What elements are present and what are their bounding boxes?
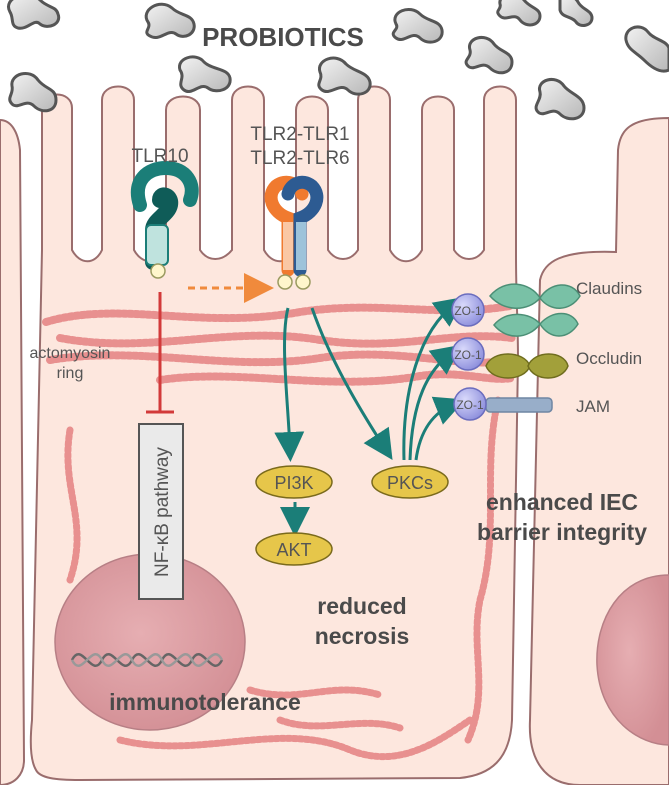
actomyosin-label: actomyosin	[30, 345, 111, 362]
bacterium-2	[144, 2, 196, 39]
bacterium-8	[496, 0, 542, 27]
tlr10-receptor	[130, 160, 199, 279]
inhibition-arrow	[146, 292, 174, 414]
right-nucleus	[596, 574, 669, 746]
necrosis-outcome-line2: necrosis	[315, 623, 410, 649]
signal-arrows	[274, 296, 466, 537]
left-neighbor-cell	[0, 118, 26, 785]
zo1-label-2: ZO-1	[454, 348, 482, 362]
akt-node	[255, 532, 333, 566]
pkcs-label: PKCs	[387, 473, 433, 493]
tlr2-tlr1-label: TLR2-TLR1	[250, 124, 349, 145]
occludin-label: Occludin	[576, 349, 642, 368]
claudins-label: Claudins	[576, 279, 642, 298]
bacterium-9	[534, 77, 586, 121]
pi3k-label: PI3K	[274, 473, 313, 493]
zo1-proteins	[451, 293, 487, 421]
zo1-label-1: ZO-1	[454, 304, 482, 318]
bacterium-4	[8, 71, 58, 113]
barrier-outcome-line1: enhanced IEC	[486, 489, 638, 515]
ring-label: ring	[57, 365, 84, 382]
bacterium-7	[464, 35, 514, 75]
tlr2-heterodimer-receptor	[264, 175, 324, 290]
bacterium-5	[317, 56, 372, 96]
necrosis-outcome-line1: reduced	[317, 593, 406, 619]
akt-label: AKT	[276, 540, 311, 560]
bacterium-1	[7, 0, 61, 30]
probiotic-bacteria	[7, 0, 669, 121]
jam-protein	[485, 397, 553, 413]
bacterium-10	[558, 0, 594, 27]
pi3k-node	[255, 465, 333, 499]
occludin-protein	[485, 353, 569, 379]
zo1-label-3: ZO-1	[456, 398, 484, 412]
bacterium-11	[624, 25, 669, 73]
nfkb-pathway-label: NF-κB pathway	[152, 447, 173, 577]
bacterium-6	[391, 8, 444, 44]
claudins-protein	[489, 283, 581, 337]
immunotolerance-outcome: immunotolerance	[109, 689, 301, 715]
pkcs-node	[371, 465, 449, 499]
title-probiotics: PROBIOTICS	[202, 22, 364, 52]
barrier-outcome-line2: barrier integrity	[477, 519, 647, 545]
jam-label: JAM	[576, 397, 610, 416]
bacterium-3	[178, 55, 232, 93]
tlr10-label: TLR10	[131, 146, 188, 167]
dna-helix-icon	[70, 652, 224, 668]
tlr2-tlr6-label: TLR2-TLR6	[250, 148, 349, 169]
nfkb-pathway-box	[138, 423, 184, 600]
